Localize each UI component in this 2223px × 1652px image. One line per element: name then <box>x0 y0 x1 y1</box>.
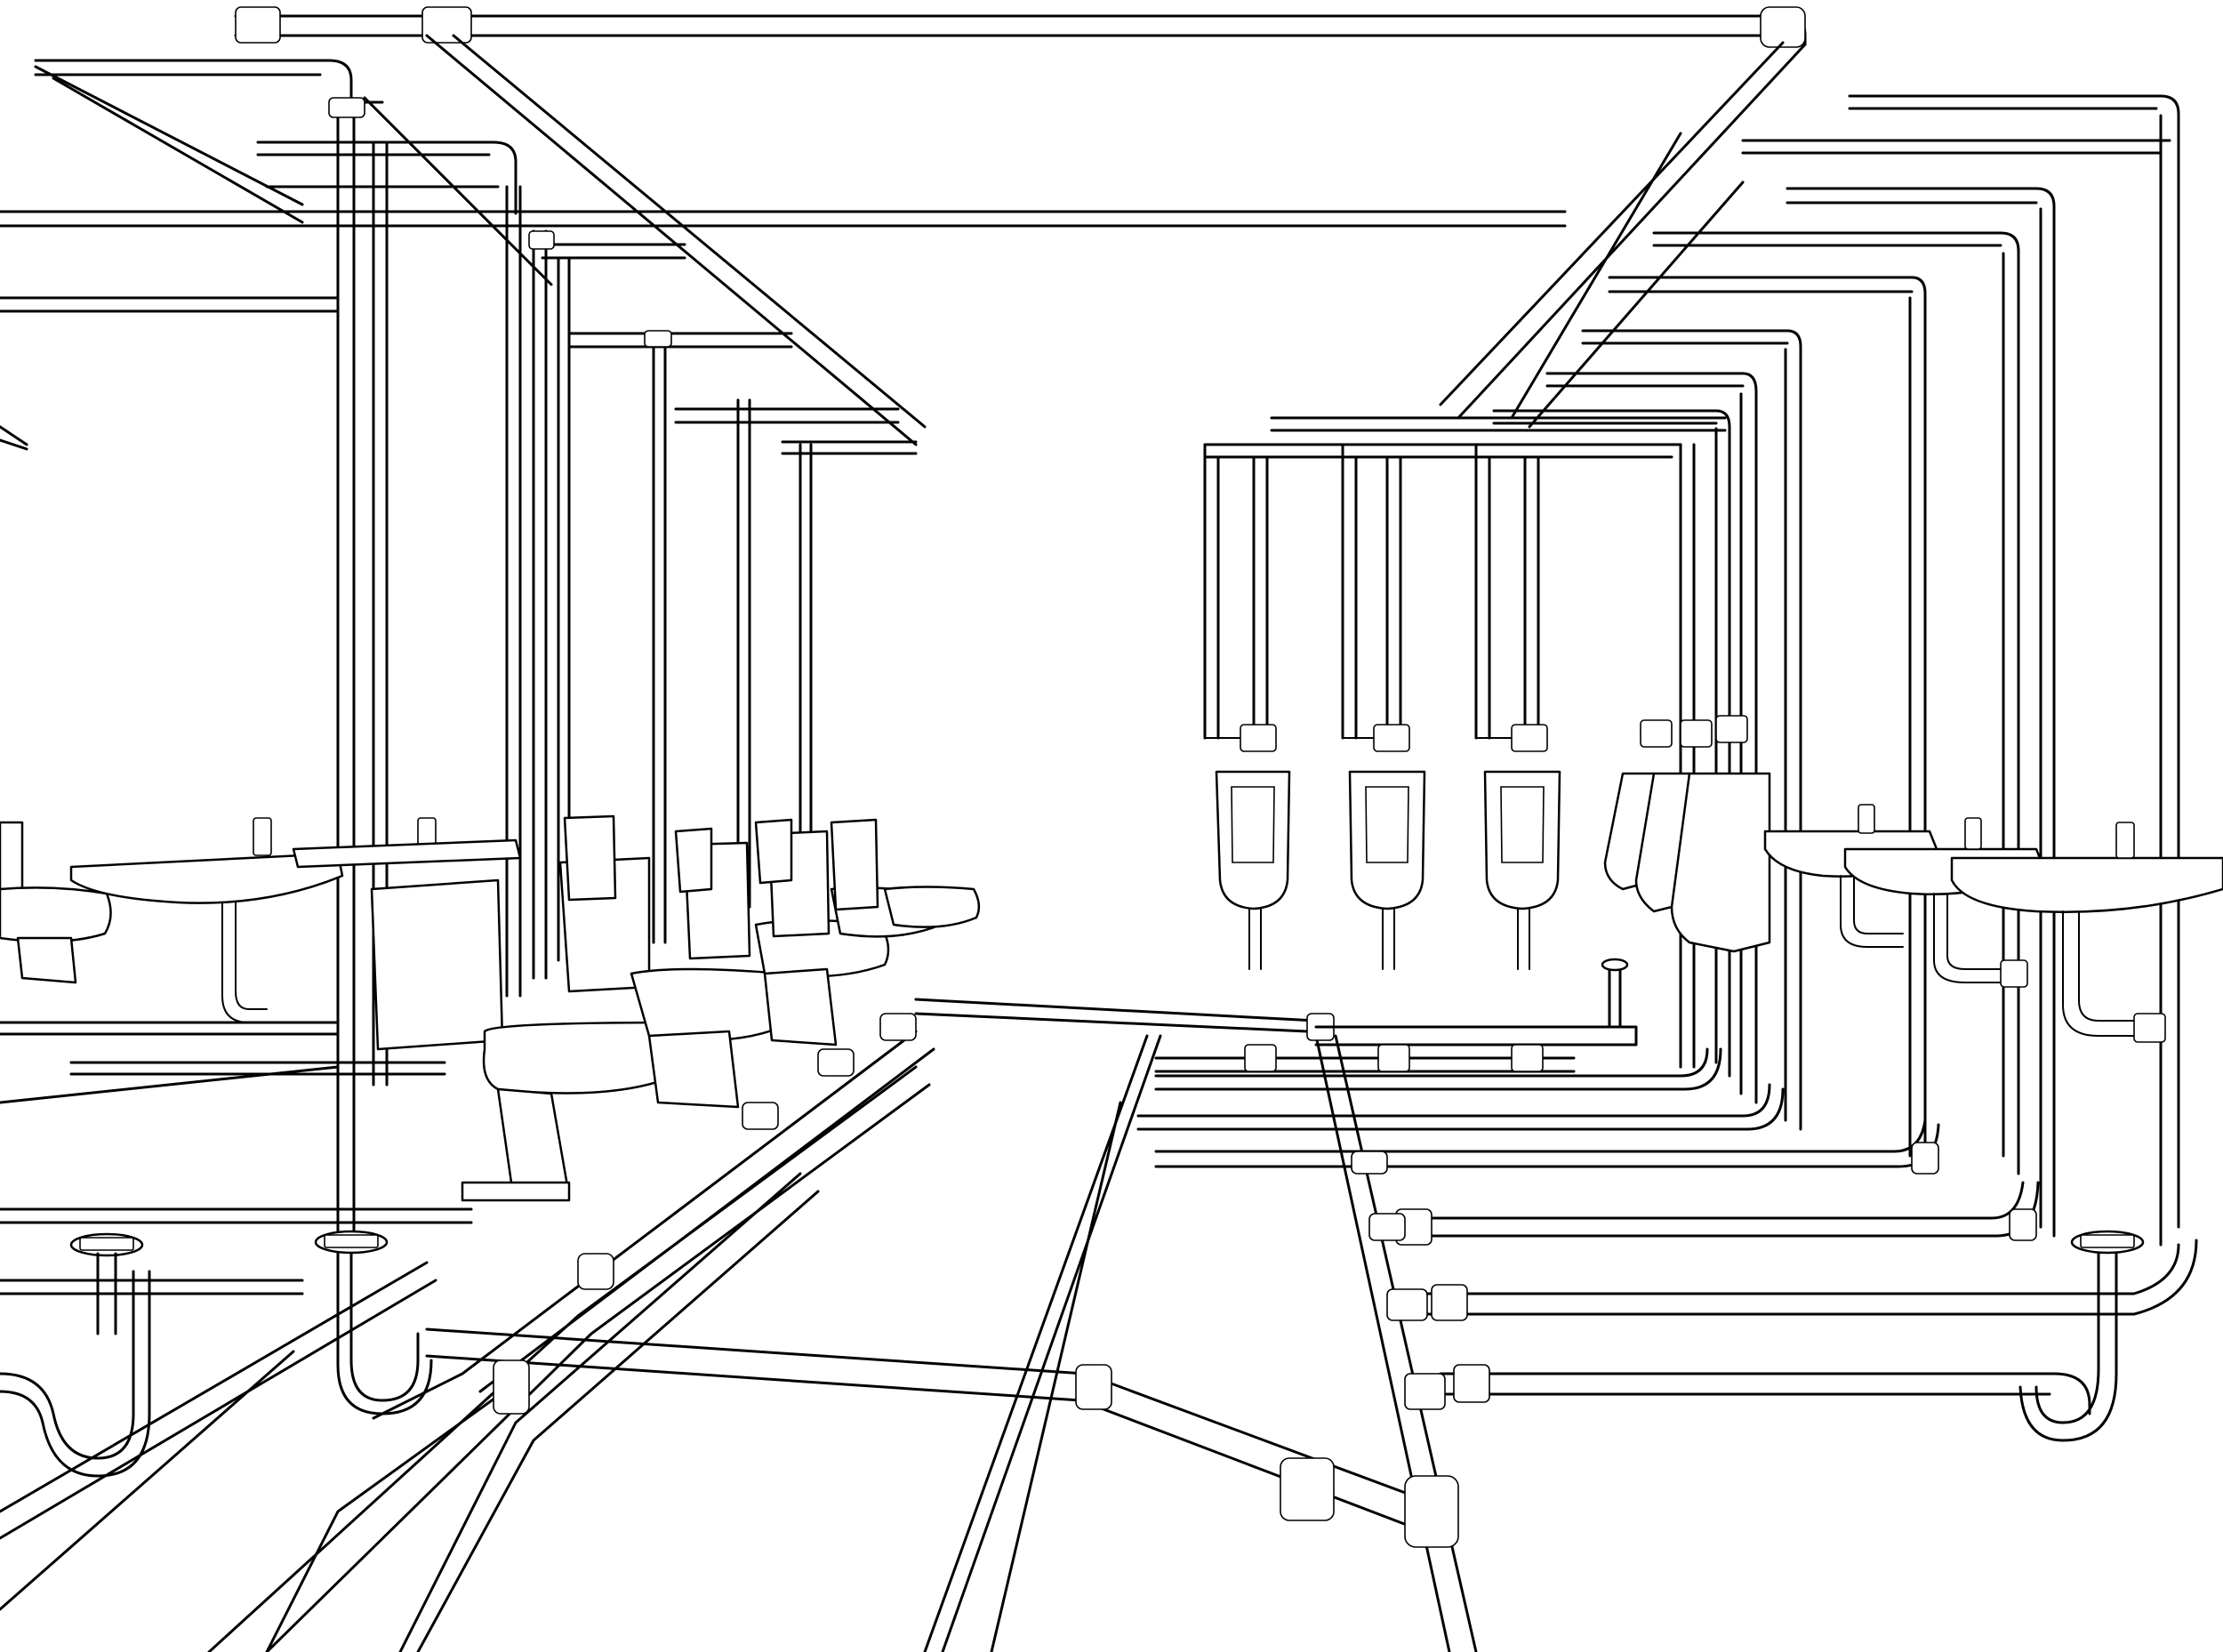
floor-drain-center <box>314 1230 389 1255</box>
urinal-side-group <box>1603 715 1771 953</box>
urinal-3 <box>1483 724 1561 970</box>
urinal-supply-pipes <box>1203 416 1727 1069</box>
toilet-2 <box>558 856 798 1109</box>
left-pipe-stub <box>0 438 28 451</box>
toilet-6 <box>563 814 793 902</box>
urinal-2 <box>1348 724 1426 970</box>
toilet-5 <box>830 818 981 928</box>
left-drain-pipes <box>0 1013 935 1652</box>
toilet-1 <box>370 878 690 1202</box>
ceiling-pipe-network <box>0 6 2180 1247</box>
sink-right-3 <box>1950 822 2223 1043</box>
floor-drain-left <box>69 1232 144 1335</box>
sink-left <box>69 817 522 1023</box>
urinal-drain-header <box>1154 958 1638 1073</box>
left-riser-pipes <box>328 97 813 1247</box>
main-drain-trunk <box>425 998 1478 1652</box>
floor-drain-right <box>2018 1230 2145 1442</box>
floor-drain-lines-right <box>1136 1047 2198 1415</box>
toilet-far-left <box>0 821 112 984</box>
urinal-1 <box>1215 724 1291 970</box>
